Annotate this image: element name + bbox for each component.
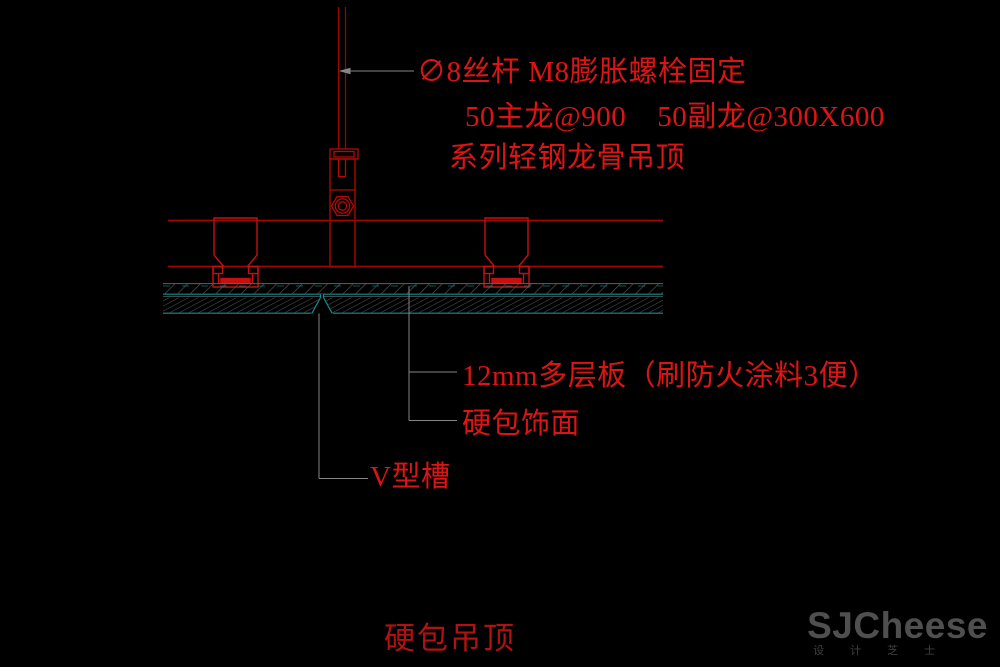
v-groove: [311, 294, 333, 314]
v-groove-leader-line: [318, 313, 368, 479]
furring-channel-clip-left: [212, 217, 259, 288]
finish-annotation: 硬包饰面: [462, 408, 581, 440]
board-annotation: 12mm多层板（刷防火涂料3便）: [462, 360, 878, 392]
watermark: SJCheese 设计芝士: [807, 607, 988, 657]
system-annotation: 系列轻钢龙骨吊顶: [449, 142, 686, 174]
plywood-board: [163, 283, 663, 297]
drawing-title: 硬包吊顶: [384, 621, 516, 656]
threaded-rod: [337, 7, 347, 149]
adjustment-nut: [330, 195, 355, 217]
v-groove-annotation: V型槽: [370, 461, 451, 493]
furring-channel-clip-right: [483, 217, 530, 288]
board-leader-line: [408, 286, 457, 421]
hardpack-finish-board: [163, 297, 663, 314]
watermark-logo-text: SJCheese: [807, 605, 988, 646]
main-carrier-channel: [168, 219, 663, 268]
rod-leader-line: [338, 67, 414, 75]
grid-spacing-annotation: 50主龙@900 50副龙@300X600: [465, 101, 885, 133]
hanger-bracket: [329, 148, 359, 268]
watermark-subtext: 设计芝士: [813, 645, 962, 657]
rod-annotation: ∅8丝杆 M8膨胀螺栓固定: [417, 56, 747, 88]
